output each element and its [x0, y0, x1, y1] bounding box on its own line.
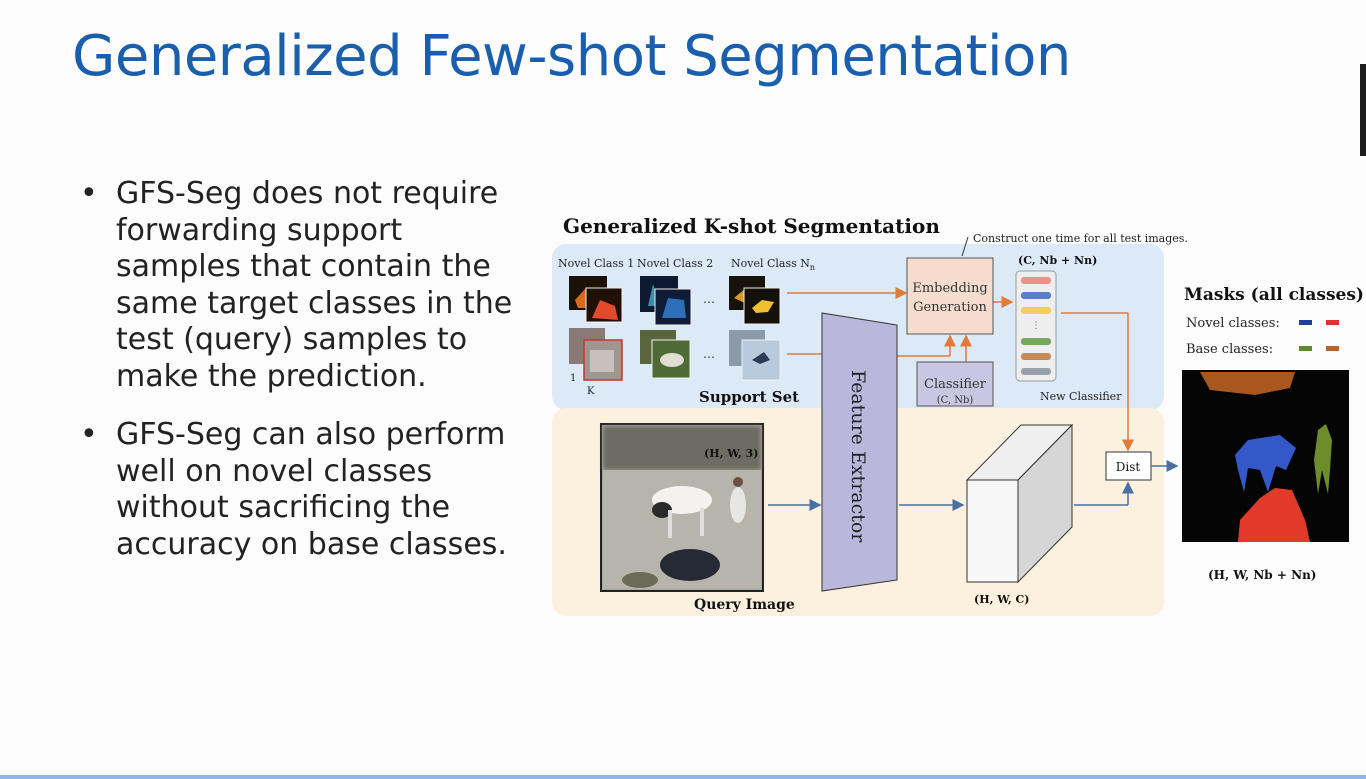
base-orange-swatch-icon [1326, 346, 1339, 351]
construct-note: Construct one time for all test images. [973, 232, 1188, 245]
edge-strip [1360, 64, 1366, 156]
novel-classes-label: Novel classes: [1186, 316, 1280, 331]
classifier-label: Classifier [924, 377, 987, 392]
support-thumbnails-row1: … [569, 276, 780, 325]
support-index-1: 1 [570, 373, 576, 384]
svg-text:⋮: ⋮ [1032, 321, 1041, 331]
embedding-generation-box [907, 258, 993, 334]
support-index-k: K [587, 386, 595, 397]
query-image-label: Query Image [694, 597, 795, 613]
feature-extractor-label: Feature Extractor [847, 370, 869, 543]
novel-blue-swatch-icon [1299, 320, 1312, 325]
new-classifier-dim: (C, Nb + Nn) [1018, 254, 1097, 267]
output-dim: (H, W, Nb + Nn) [1208, 568, 1316, 582]
base-green-swatch-icon [1299, 346, 1312, 351]
dist-label: Dist [1116, 460, 1141, 474]
figure-title: Generalized K-shot Segmentation [563, 214, 940, 238]
embedding-label-line2: Generation [913, 300, 987, 315]
novel-class-n-label: Novel Class Nn [731, 257, 815, 272]
feature-dim: (H, W, C) [974, 593, 1030, 606]
novel-class-2-label: Novel Class 2 [637, 257, 713, 270]
novel-red-swatch-icon [1326, 320, 1339, 325]
embedding-label-line1: Embedding [912, 281, 987, 296]
novel-class-1-label: Novel Class 1 [558, 257, 634, 270]
classifier-dim: (C, Nb) [937, 395, 974, 406]
ellipsis: … [703, 347, 715, 361]
support-set-label: Support Set [699, 388, 799, 406]
masks-title: Masks (all classes) [1184, 285, 1364, 305]
bottom-line [0, 775, 1366, 779]
new-classifier-label: New Classifier [1040, 390, 1122, 403]
query-dim: (H, W, 3) [704, 447, 758, 460]
support-thumbnails-row2: … [569, 328, 780, 380]
ellipsis: … [703, 292, 715, 306]
base-classes-label: Base classes: [1186, 342, 1273, 357]
